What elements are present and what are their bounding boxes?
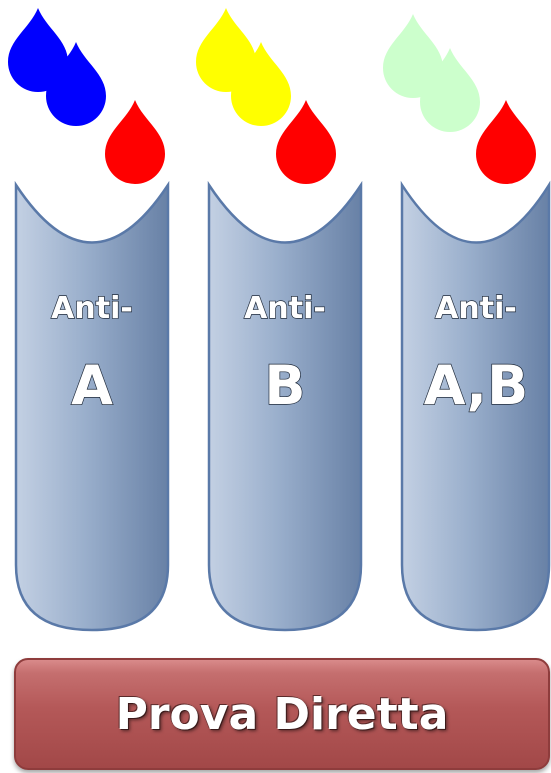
tube-anti-b: Anti- B [209,185,361,630]
tube-label-line2: A [71,354,113,417]
tube-label-line1: Anti- [51,291,133,326]
banner-label: Prova Diretta [116,689,449,740]
tube-anti-ab: Anti- A,B [402,185,549,630]
red-drop-icon [105,100,165,184]
tube-label-line1: Anti- [435,291,517,326]
prova-diretta-banner: Prova Diretta [14,658,550,770]
red-drop-icon [476,100,536,184]
tube-label-line1: Anti- [244,291,326,326]
tube-label-line2: A,B [424,354,528,417]
tube-label-line2: B [264,354,305,417]
tube-anti-a: Anti- A [16,185,168,630]
